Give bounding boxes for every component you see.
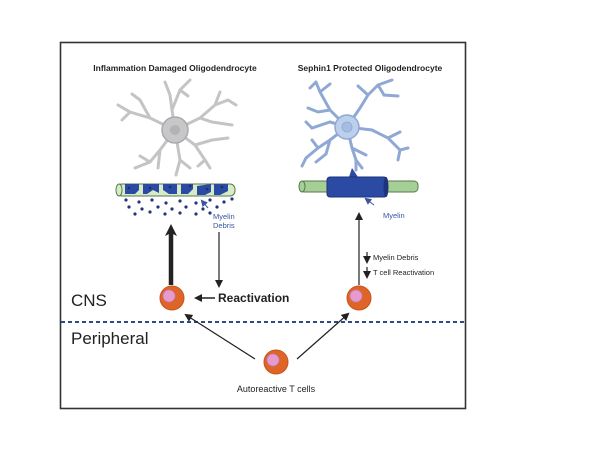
peripheral-region-label: Peripheral [71,329,149,348]
myelin-pointer-arrow [364,197,375,206]
left-panel-title: Inflammation Damaged Oligodendrocyte [93,63,257,73]
damaged-oligodendrocyte-icon [116,78,238,177]
migration-arrow-left [184,313,256,360]
reduced-debris-label: Myelin Debris [373,253,419,262]
right-cns-tcell-icon [346,285,372,311]
reduced-reactivation-label: T cell Reactivation [373,268,434,277]
figure-frame [59,41,467,410]
myelin-label: Myelin [383,211,405,220]
myelin-debris-label-line2: Debris [213,221,235,230]
myelin-debris-icon [124,197,234,216]
migration-arrow-right [296,312,350,360]
right-panel-title: Sephin1 Protected Oligodendrocyte [298,63,443,73]
damaged-axon-icon [115,183,236,197]
autoreactive-tcells-label: Autoreactive T cells [237,384,316,394]
myelin-debris-label-line1: Myelin [213,212,235,221]
damaged-cell-nucleus [170,125,180,135]
reactivation-label: Reactivation [218,291,289,305]
protected-cell-nucleus [341,121,353,133]
left-cns-tcell-icon [159,285,185,311]
cns-region-label: CNS [71,291,107,310]
debris-pointer-arrow [200,199,209,209]
peripheral-tcell-icon [263,349,289,375]
intact-axon-icon [298,176,419,198]
